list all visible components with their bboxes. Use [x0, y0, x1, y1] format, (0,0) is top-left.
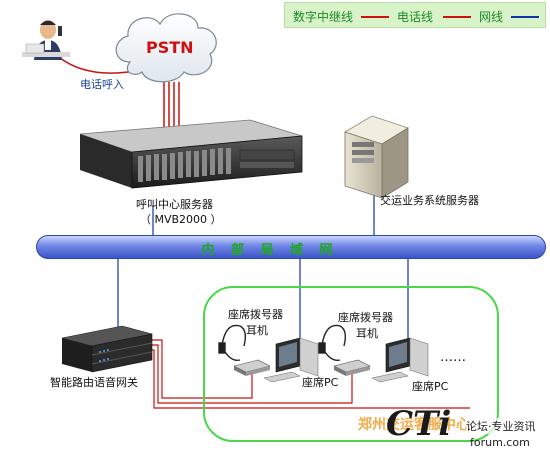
- legend-network-line-label: 网线: [479, 10, 504, 24]
- seat-dialer-2-label: 座席拨号器: [338, 311, 393, 324]
- network-drops: [117, 188, 409, 345]
- seat-pc-2-label: 座席PC: [412, 380, 449, 393]
- seat-area: [203, 286, 499, 442]
- business-server-label: 交运业务系统服务器: [380, 194, 479, 207]
- seat-pc-1-label: 座席PC: [302, 376, 339, 389]
- incoming-call-label: 电话呼入: [80, 78, 124, 91]
- gateway-phone-lines: [152, 339, 470, 409]
- seat-dialer-1-label: 座席拨号器: [228, 308, 283, 321]
- dialer-1-icon: [233, 359, 271, 376]
- digital-trunk-lines: [163, 82, 180, 132]
- legend-phone-line-label: 电话线: [397, 10, 434, 24]
- legend-phone-line-swatch: [443, 16, 471, 18]
- seat-pc-2-icon: [371, 337, 429, 383]
- gateway-label: 智能路由语音网关: [50, 376, 138, 389]
- legend-digital-trunk-swatch: [361, 16, 389, 18]
- legend: 数字中继线 电话线 网线: [284, 2, 546, 28]
- headset-1-icon: [218, 324, 247, 362]
- pstn-label: PSTN: [146, 38, 194, 57]
- legend-digital-trunk-label: 数字中继线: [293, 10, 354, 24]
- headset-1-label: 耳机: [246, 324, 268, 337]
- call-center-server-label: 呼叫中心服务器: [136, 198, 213, 211]
- headset-2-icon: [318, 324, 347, 362]
- call-center-server-icon: [79, 119, 303, 189]
- business-server-icon: [344, 115, 409, 199]
- watermark-logo: CTi: [386, 404, 452, 444]
- caller-person-icon: [22, 20, 70, 60]
- watermark-brand: 郑州交运客服中心: [358, 417, 470, 433]
- call-center-model-label: （ MVB2000 ）: [140, 213, 222, 226]
- legend-network-line-swatch: [511, 16, 539, 18]
- voice-gateway-icon: [61, 325, 153, 373]
- headset-2-label: 耳机: [356, 327, 378, 340]
- network-bus: [36, 235, 546, 259]
- seat-pc-1-icon: [263, 337, 319, 383]
- more-seats-ellipsis: ……: [440, 350, 466, 365]
- dialer-2-icon: [333, 359, 371, 376]
- pstn-cloud: [115, 13, 217, 83]
- network-bus-label: 内 部 局 域 网: [201, 243, 339, 258]
- watermark-tagline: 论坛·专业资讯: [466, 418, 536, 434]
- watermark-url: forum.com: [470, 436, 530, 449]
